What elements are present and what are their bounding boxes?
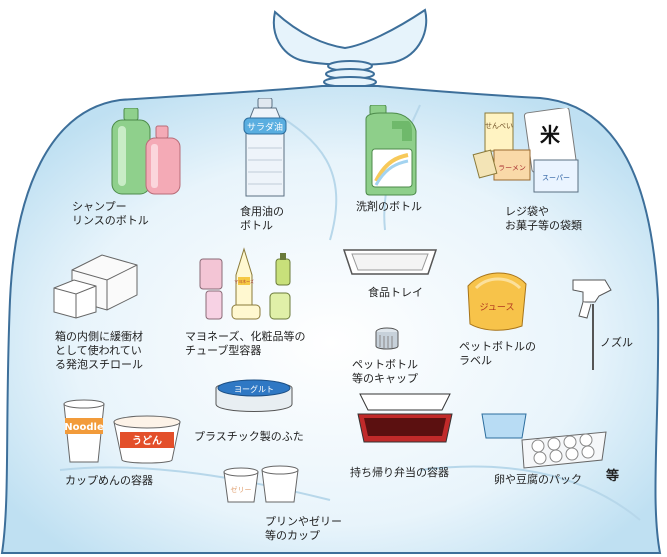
label-pet-line2: ラベル xyxy=(459,354,492,367)
label-styrofoam-line1: 箱の内側に緩衝材 xyxy=(55,330,143,343)
ramen-text: ラーメン xyxy=(498,164,526,172)
label-bento-line1: 持ち帰り弁当の容器 xyxy=(350,466,449,479)
label-oil-line1: 食用油の xyxy=(240,205,284,218)
label-bottle-cap: ペットボトル 等のキャップ xyxy=(352,358,418,386)
noodle-cups-icon: Noodle うどん xyxy=(63,399,181,464)
egg-pack-icon xyxy=(481,413,607,469)
juice-text: ジュース xyxy=(480,303,515,313)
label-tray-line1: 食品トレイ xyxy=(368,286,423,299)
label-egg-pack: 卵や豆腐のパック xyxy=(494,473,582,487)
noodle-text: Noodle xyxy=(64,422,104,433)
label-tubes: マヨネーズ、化粧品等の チューブ型容器 xyxy=(185,330,305,358)
label-styrofoam-line2: として使われてい xyxy=(55,344,142,357)
label-oil-bottle: 食用油の ボトル xyxy=(240,205,284,233)
styrofoam-icon xyxy=(53,254,138,319)
label-oil-line2: ボトル xyxy=(240,219,273,232)
bottle-cap-icon xyxy=(375,327,399,350)
pudding-cups-icon: ゼリー xyxy=(223,465,299,503)
label-cap-line2: 等のキャップ xyxy=(352,372,418,385)
label-tubes-line2: チューブ型容器 xyxy=(185,344,262,357)
label-nozzle-line1: ノズル xyxy=(600,336,633,349)
label-styrofoam: 箱の内側に緩衝材 として使われてい る発泡スチロール xyxy=(55,330,143,372)
pet-label-icon: ジュース xyxy=(467,272,527,331)
label-detergent-line1: 洗剤のボトル xyxy=(356,200,422,213)
label-pudding-line1: プリンやゼリー xyxy=(265,515,342,528)
label-pudding: プリンやゼリー 等のカップ xyxy=(265,515,342,543)
shampoo-bottles-icon xyxy=(111,108,181,195)
label-cap-line1: ペットボトル xyxy=(352,358,418,371)
label-egg-line1: 卵や豆腐のパック xyxy=(494,473,582,486)
label-shampoo-line1: シャンプー xyxy=(72,200,127,213)
label-nozzle: ノズル xyxy=(600,336,633,350)
bento-container-icon xyxy=(357,393,453,443)
label-bento: 持ち帰り弁当の容器 xyxy=(350,466,449,480)
label-bags-line1: レジ袋や xyxy=(505,205,549,218)
label-pet-line1: ペットボトルの xyxy=(459,340,536,353)
tube-containers-icon: マヨネーズ xyxy=(199,247,291,320)
label-detergent: 洗剤のボトル xyxy=(356,200,422,214)
label-noodle-line1: カップめんの容器 xyxy=(65,474,153,487)
spray-nozzle-icon xyxy=(572,279,612,370)
label-shampoo-line2: リンスのボトル xyxy=(72,214,149,227)
label-bags-line2: お菓子等の袋類 xyxy=(505,219,582,232)
label-shampoo: シャンプー リンスのボトル xyxy=(72,200,149,228)
label-bags: レジ袋や お菓子等の袋類 xyxy=(505,205,582,233)
label-pet-label: ペットボトルの ラベル xyxy=(459,340,536,368)
mayo-text: マヨネーズ xyxy=(234,278,254,284)
label-plastic-lid: プラスチック製のふた xyxy=(194,430,304,444)
detergent-bottle-icon xyxy=(365,105,417,196)
label-etc: 等 xyxy=(606,469,620,484)
senbei-text: せんべい xyxy=(485,122,513,130)
label-tubes-line1: マヨネーズ、化粧品等の xyxy=(185,330,306,343)
label-lid-line1: プラスチック製のふた xyxy=(194,430,304,443)
oil-bottle-icon: サラダ油 xyxy=(243,98,287,197)
food-tray-icon xyxy=(342,249,438,275)
snack-bags-icon: せんべい 米 ラーメン スーパー xyxy=(472,108,579,193)
jelly-text: ゼリー xyxy=(231,485,252,494)
label-styrofoam-line3: る発泡スチロール xyxy=(55,358,143,371)
label-noodle-cup: カップめんの容器 xyxy=(65,474,153,488)
udon-text: うどん xyxy=(132,434,162,447)
label-food-tray: 食品トレイ xyxy=(368,286,423,300)
label-pudding-line2: 等のカップ xyxy=(265,529,320,542)
yogurt-text: ヨーグルト xyxy=(234,384,274,394)
oil-bottle-label: サラダ油 xyxy=(247,121,283,133)
rice-text: 米 xyxy=(540,123,561,147)
super-text: スーパー xyxy=(542,174,570,182)
plastic-lid-icon: ヨーグルト xyxy=(215,379,293,412)
